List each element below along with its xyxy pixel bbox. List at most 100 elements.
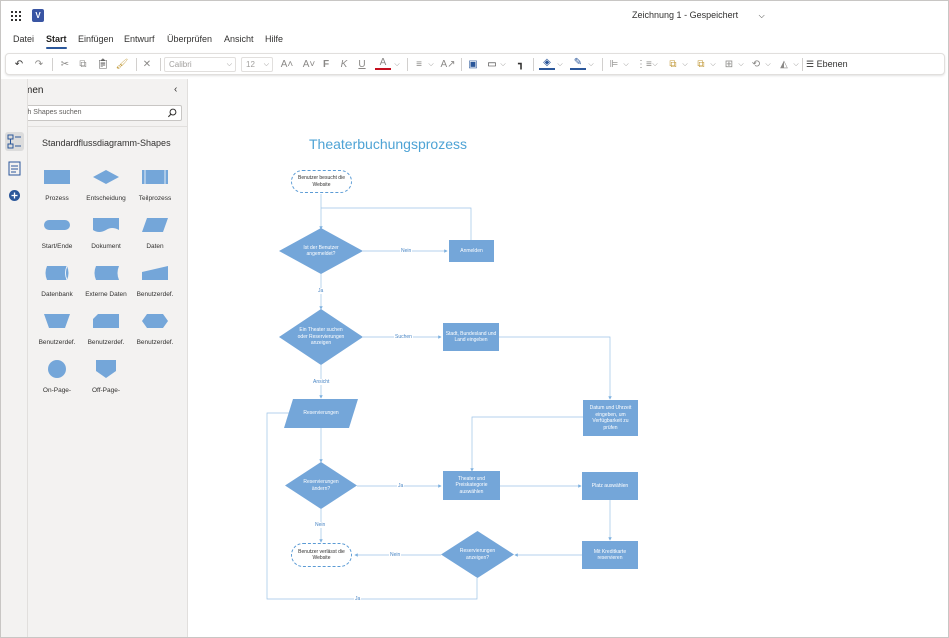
cut-icon[interactable]: ✂ (60, 59, 70, 70)
shape-tile-label: Off-Page- (91, 387, 121, 394)
layers-button[interactable]: ☰ Ebenen (806, 57, 848, 72)
edge-label-nein: Nein (400, 248, 413, 254)
tab-datei[interactable]: Datei (13, 34, 35, 44)
chevron-down-icon[interactable]: ⌵ (765, 61, 771, 68)
shape-tile-benutzerdef-1[interactable]: Benutzerdef. (131, 262, 179, 308)
bold-icon[interactable]: F (322, 59, 330, 70)
shape-tile-on-page[interactable]: On-Page- (33, 358, 81, 404)
shape-tile-label: Start/Ende (41, 243, 73, 250)
decrease-font-icon[interactable]: A˅ (302, 59, 316, 70)
shape-tile-datenbank[interactable]: Datenbank (33, 262, 81, 308)
send-backward-icon[interactable]: ⧉ (697, 59, 705, 70)
node-date-time[interactable]: Datum und Uhrzeit eingeben, um Verfügbar… (583, 400, 638, 436)
chevron-down-icon[interactable]: ⌵ (428, 61, 434, 68)
underline-icon[interactable]: U (358, 59, 366, 70)
shape-search-input[interactable]: Nach Shapes suchen (8, 105, 182, 121)
shape-tile-dokument[interactable]: Dokument (82, 214, 130, 260)
align-text-icon[interactable]: ≡ (416, 59, 422, 70)
tab-hilfe[interactable]: Hilfe (265, 34, 284, 44)
node-theater-price[interactable]: Theater und Preiskategorie auswählen (443, 471, 500, 500)
shape-tile-teilprozess[interactable]: Teilprozess (131, 166, 179, 212)
node-show-res-decision[interactable]: Reservierungen anzeigen? (441, 531, 514, 578)
flip-icon[interactable]: ◭ (780, 59, 788, 70)
collapse-panel-icon[interactable]: ‹ (174, 84, 178, 95)
chevron-down-icon: ⌵ (263, 61, 269, 68)
font-name-select[interactable]: Calibri ⌵ (164, 57, 236, 72)
add-stencil-button[interactable] (5, 186, 24, 205)
app-launcher-icon[interactable] (11, 11, 21, 21)
chevron-down-icon[interactable]: ⌵ (557, 61, 563, 68)
text-size-icon[interactable]: A↗ (440, 59, 456, 70)
shapes-panel: Formen ‹ Nach Shapes suchen Standardflus… (1, 79, 188, 637)
shape-tile-benutzerdef-4[interactable]: Benutzerdef. (131, 310, 179, 356)
font-color-icon[interactable]: A (375, 57, 391, 70)
line-color-icon[interactable]: ✎ (570, 57, 586, 70)
tab-einfuegen[interactable]: Einfügen (78, 34, 114, 44)
shape-tile-label: Benutzerdef. (136, 291, 174, 298)
tab-start[interactable]: Start (46, 34, 67, 49)
chevron-down-icon[interactable]: ⌵ (738, 61, 744, 68)
chevron-down-icon[interactable]: ⌵ (793, 61, 799, 68)
chevron-down-icon[interactable]: ⌵ (623, 61, 629, 68)
chevron-down-icon[interactable]: ⌵ (710, 61, 716, 68)
delete-icon[interactable]: ✕ (142, 59, 152, 70)
tab-ueberpruefen[interactable]: Überprüfen (167, 34, 213, 44)
node-login[interactable]: Anmelden (449, 240, 494, 262)
node-leave[interactable]: Benutzer verlässt die Website (291, 543, 352, 567)
bring-forward-icon[interactable]: ⧉ (669, 59, 677, 70)
connector-icon[interactable]: ┓ (517, 59, 525, 70)
edge-label-suchen: Suchen (394, 334, 413, 340)
paste-icon[interactable]: 📋︎ (96, 59, 110, 70)
edge-label-ansicht: Ansicht (312, 379, 331, 385)
shape-tile-entscheidung[interactable]: Entscheidung (82, 166, 130, 212)
tab-entwurf[interactable]: Entwurf (124, 34, 155, 44)
italic-icon[interactable]: K (340, 59, 348, 70)
shape-search-placeholder: Nach Shapes suchen (15, 109, 82, 116)
document-name: Zeichnung 1 (632, 10, 682, 20)
shape-tile-prozess[interactable]: Prozess (33, 166, 81, 212)
search-icon[interactable] (167, 107, 178, 119)
shape-tile-benutzerdef-2[interactable]: Benutzerdef. (33, 310, 81, 356)
node-logged-in-decision[interactable]: Ist der Benutzer angemeldet? (279, 228, 363, 274)
shape-tile-label: Daten (146, 243, 164, 250)
chevron-down-icon[interactable]: ⌵ (500, 61, 506, 68)
align-shapes-icon[interactable]: ⊫ (609, 59, 619, 70)
font-size-select[interactable]: 12 ⌵ (241, 57, 273, 72)
diagram-title[interactable]: Theaterbuchungsprozess (309, 136, 467, 152)
shape-tile-daten[interactable]: Daten (131, 214, 179, 260)
chevron-down-icon[interactable]: ⌵ (652, 61, 658, 68)
shape-tile-benutzerdef-3[interactable]: Benutzerdef. (82, 310, 130, 356)
node-search-decision[interactable]: Ein Theater suchen oder Reservierungen a… (279, 309, 363, 365)
redo-icon[interactable]: ↷ (34, 59, 44, 70)
text-box-icon[interactable]: ▣ (468, 59, 478, 70)
group-icon[interactable]: ⊞ (724, 59, 734, 70)
document-title[interactable]: Zeichnung 1 - Gespeichert ⌵ (632, 10, 765, 20)
node-credit-card[interactable]: Mit Kreditkarte reservieren (582, 541, 638, 569)
ribbon-toolbar: ↶ ↷ ✂ ⧉ 📋︎ 🖌︎ ✕ Calibri ⌵ 12 ⌵ A˄ A˅ F K… (5, 53, 945, 75)
templates-rail-button[interactable] (5, 159, 24, 178)
chevron-down-icon[interactable]: ⌵ (588, 61, 594, 68)
shapes-rail-button[interactable] (5, 132, 24, 151)
rotate-icon[interactable]: ⟲ (751, 59, 761, 70)
shape-tile-externe-daten[interactable]: Externe Daten (82, 262, 130, 308)
fill-color-icon[interactable]: ◈ (539, 57, 555, 70)
node-reservations[interactable]: Reservierungen (284, 399, 358, 428)
chevron-down-icon[interactable]: ⌵ (394, 61, 400, 68)
shape-tile-off-page[interactable]: Off-Page- (82, 358, 130, 404)
position-icon[interactable]: ⋮≡ (636, 59, 652, 70)
format-painter-icon[interactable]: 🖌︎ (115, 59, 129, 70)
copy-icon[interactable]: ⧉ (79, 59, 87, 70)
shape-tile-label: Entscheidung (86, 195, 126, 202)
chevron-down-icon[interactable]: ⌵ (758, 11, 765, 20)
node-change-decision[interactable]: Reservierungen ändern? (285, 462, 357, 509)
node-seat[interactable]: Platz auswählen (582, 472, 638, 500)
tab-ansicht[interactable]: Ansicht (224, 34, 254, 44)
shape-rect-icon[interactable]: ▭ (487, 59, 497, 70)
node-start[interactable]: Benutzer besucht die Website (291, 170, 352, 193)
shape-tile-start-ende[interactable]: Start/Ende (33, 214, 81, 260)
node-city[interactable]: Stadt, Bundesland und Land eingeben (443, 323, 499, 351)
save-state: Gespeichert (689, 10, 739, 20)
increase-font-icon[interactable]: A˄ (280, 59, 294, 70)
chevron-down-icon[interactable]: ⌵ (682, 61, 688, 68)
undo-icon[interactable]: ↶ (14, 59, 24, 70)
